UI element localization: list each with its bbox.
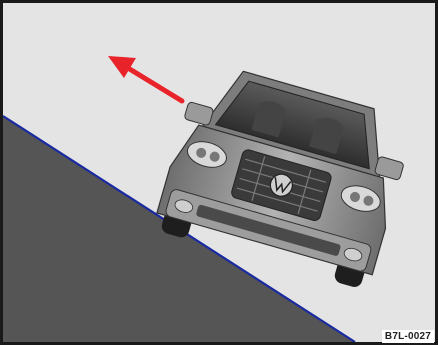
figure-reference-code: B7L-0027 <box>382 330 434 343</box>
